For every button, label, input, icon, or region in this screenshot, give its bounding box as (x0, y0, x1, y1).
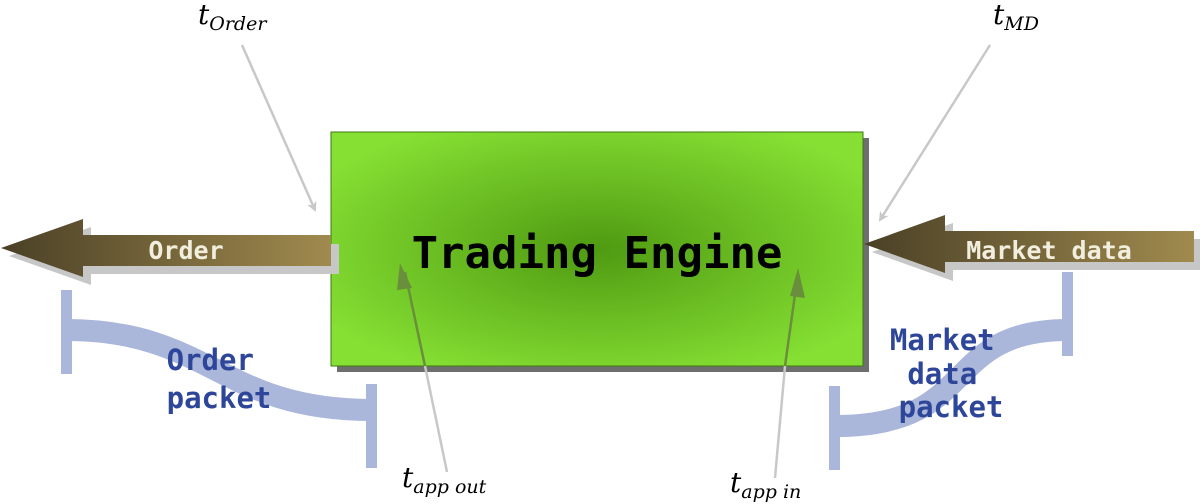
order-arrow (1, 219, 339, 285)
t-app-out-label: tapp out (402, 461, 487, 498)
order-packet-label: Order packet (167, 343, 272, 415)
order-arrow-label: Order (148, 236, 223, 265)
order-packet-line-2: packet (167, 381, 272, 415)
trading-engine-box (330, 131, 864, 367)
engine-label: Trading Engine (412, 228, 783, 279)
market-data-packet-label: Market data packet (890, 323, 1012, 424)
order-packet-band (61, 290, 377, 468)
market-data-arrow-label: Market data (966, 236, 1132, 265)
t-md-label: tMD (993, 0, 1039, 35)
t-md-pointer (878, 44, 992, 222)
t-order-label: tOrder (198, 0, 268, 35)
market-packet-line-1: Market (890, 323, 995, 357)
t-order-pointer (240, 44, 317, 212)
market-packet-line-3: packet (899, 390, 1004, 424)
market-data-arrow (864, 215, 1200, 281)
market-packet-line-2: data (907, 357, 977, 391)
t-app-in-pointer (773, 268, 805, 479)
market-data-packet-band (829, 272, 1073, 470)
order-packet-line-1: Order (167, 343, 254, 377)
t-app-out-pointer (397, 263, 449, 473)
t-app-in-label: tapp in (730, 466, 801, 503)
